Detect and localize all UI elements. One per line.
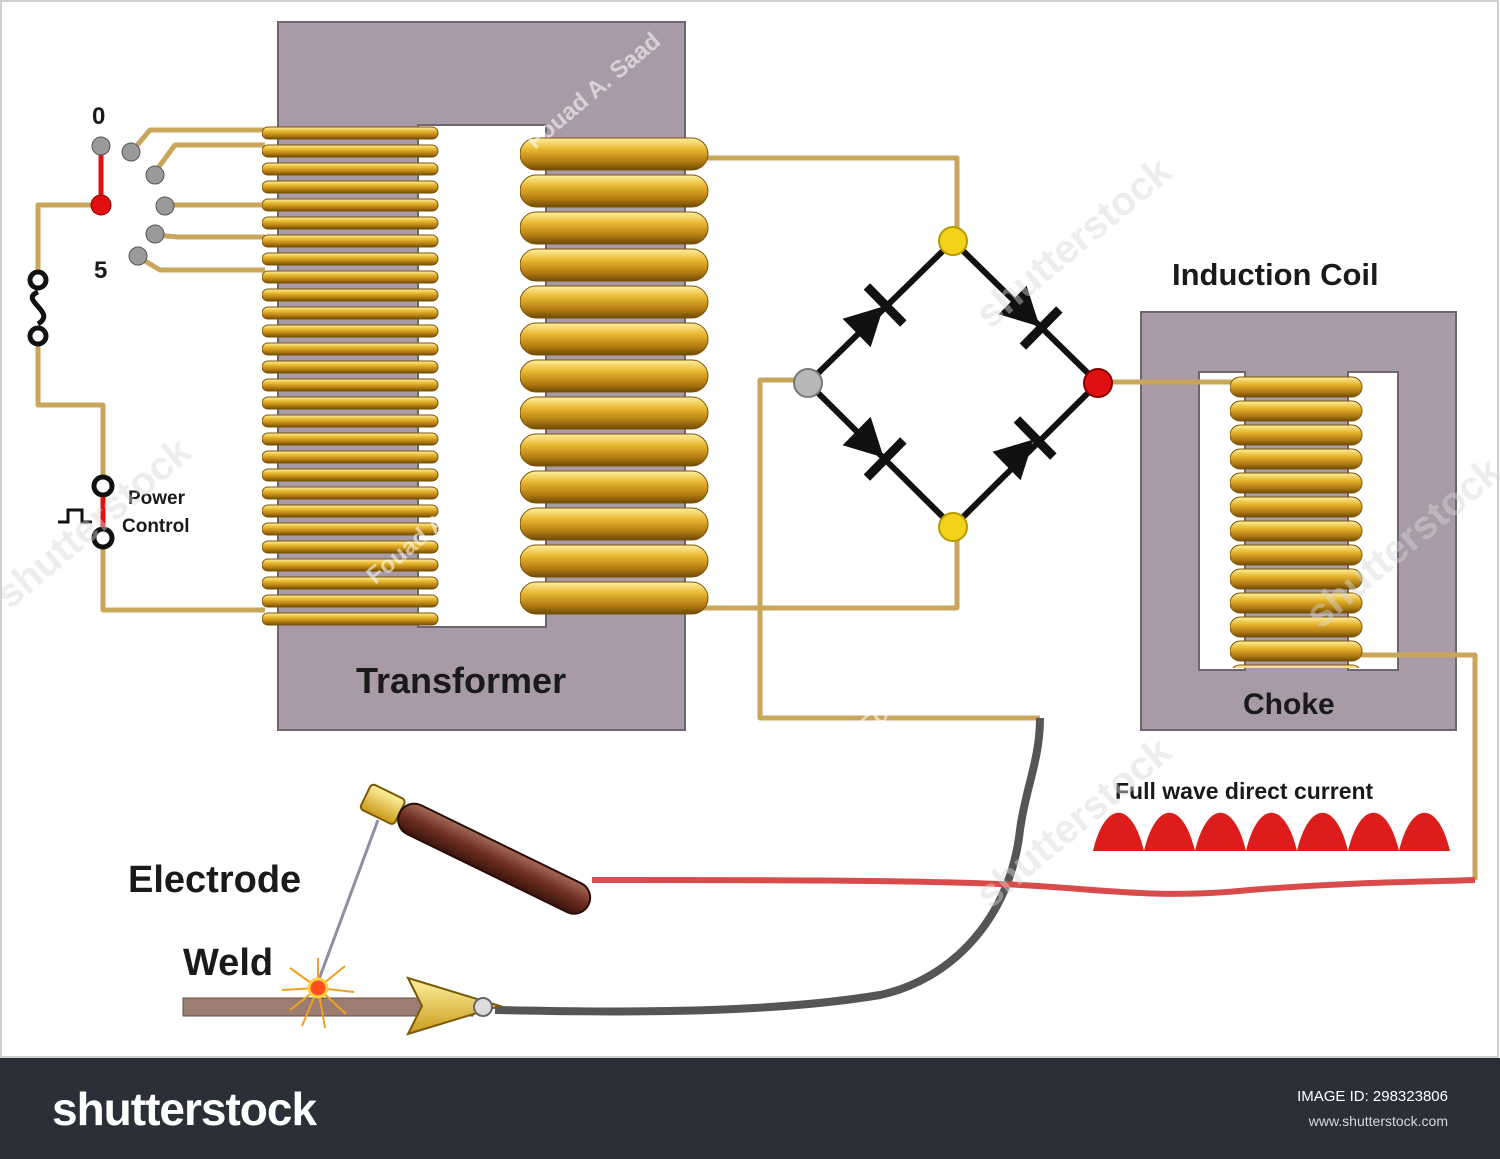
bridge-node-positive — [1083, 368, 1113, 398]
welding-circuit-diagram: 0 5 Power Control — [0, 0, 1500, 1058]
diode — [992, 416, 1057, 481]
secondary-winding — [520, 136, 720, 617]
power-control-label-2: Control — [122, 516, 190, 537]
tap-contact — [128, 246, 148, 266]
bridge-node-ac — [938, 226, 968, 256]
ground-cable — [494, 717, 1044, 1016]
switch-pivot — [90, 194, 112, 216]
diode — [842, 283, 907, 348]
tap-contact — [155, 196, 175, 216]
weld-spark-icon — [281, 958, 355, 1029]
footer-site: www.shutterstock.com — [1308, 1113, 1448, 1129]
bridge-node-ac — [938, 512, 968, 542]
power-control-label-1: Power — [128, 488, 186, 509]
tap-contact — [91, 136, 111, 156]
ground-clamp — [406, 976, 504, 1036]
switch-label-0: 0 — [92, 103, 105, 130]
electrode-holder — [359, 783, 592, 915]
tap-contact — [145, 224, 165, 244]
diode — [998, 285, 1063, 350]
stock-footer — [0, 1058, 1500, 1159]
switch-label-5: 5 — [94, 257, 107, 284]
bridge-rectifier — [793, 226, 1113, 542]
choke-winding — [1230, 375, 1370, 668]
full-wave-dc-waveform — [1093, 812, 1450, 851]
transformer-label: Transformer — [356, 660, 566, 701]
ac-source-symbol — [27, 269, 49, 347]
tap-contact — [121, 142, 141, 162]
image-border — [0, 0, 1499, 1058]
electrode-label: Electrode — [128, 859, 301, 901]
pulse-icon — [58, 508, 92, 524]
primary-winding — [262, 125, 442, 629]
full-wave-label: Full wave direct current — [1115, 778, 1374, 804]
tap-contact — [145, 165, 165, 185]
diode — [842, 416, 907, 481]
brand-watermark: shutterstock — [968, 148, 1181, 336]
footer-image-id: IMAGE ID: 298323806 — [1297, 1088, 1448, 1105]
bridge-node-negative — [793, 368, 823, 398]
power-control-switch — [58, 474, 115, 550]
induction-coil-label: Induction Coil — [1172, 257, 1379, 292]
electrode-cable — [591, 877, 1476, 897]
tap-switch — [90, 136, 175, 266]
choke-label: Choke — [1243, 688, 1335, 721]
electrode-rod — [316, 819, 380, 983]
footer-brand: shutterstock — [52, 1083, 317, 1135]
weld-label: Weld — [183, 942, 273, 984]
author-watermark: Fouad A. Saad — [855, 612, 999, 739]
